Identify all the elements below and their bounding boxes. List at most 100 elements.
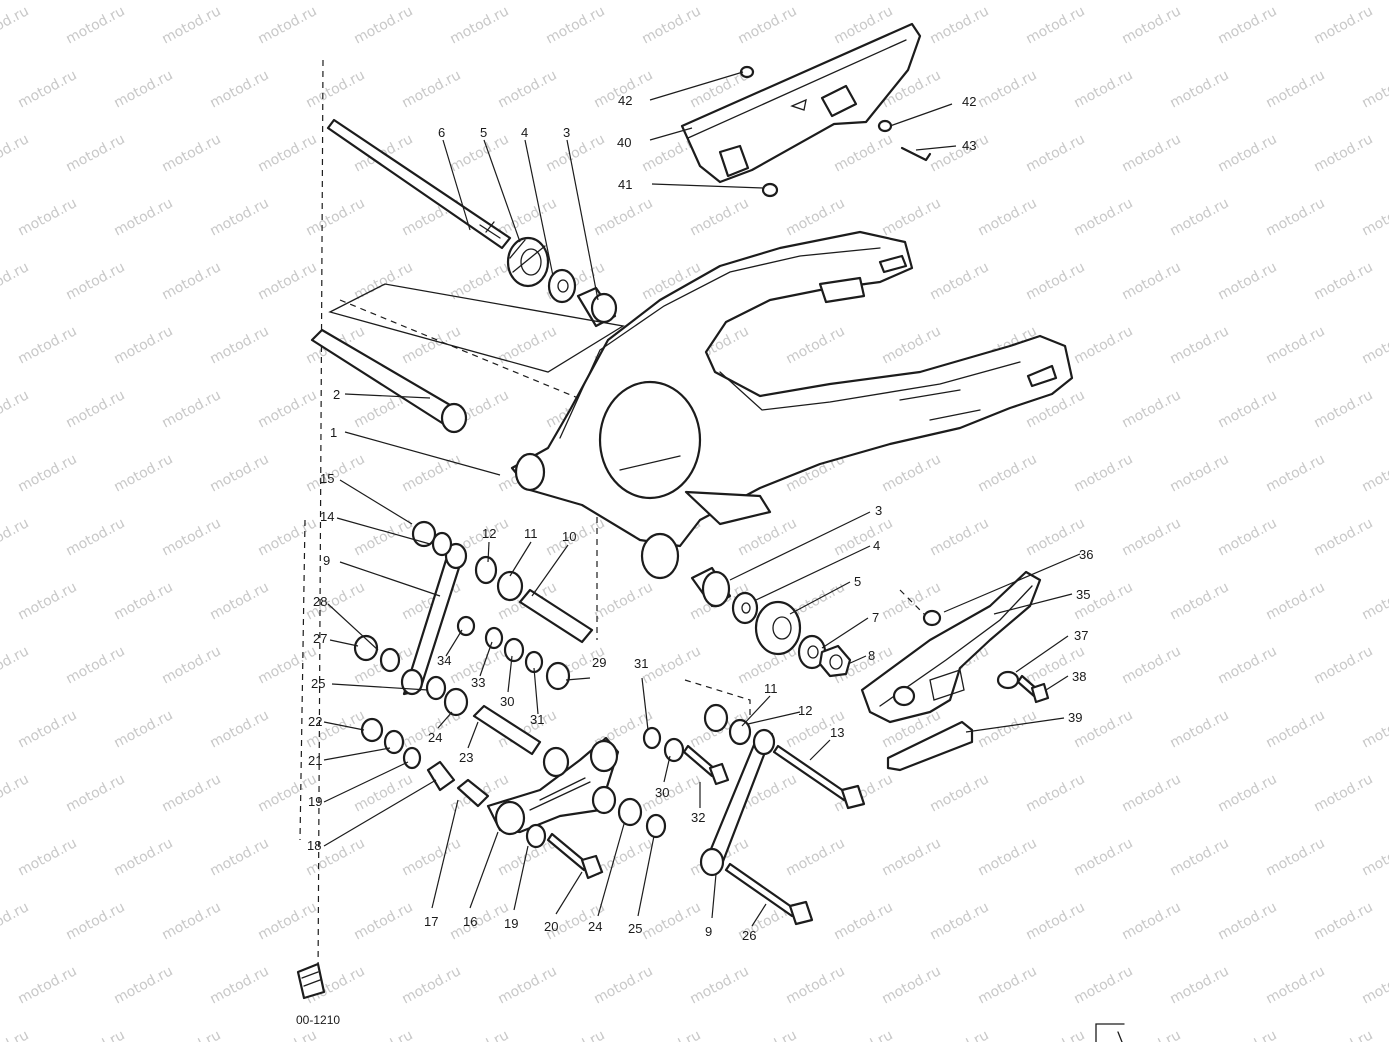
callout-5: 5	[480, 125, 487, 140]
watermark-text: motod.ru	[1167, 451, 1231, 495]
watermark-text: motod.ru	[783, 963, 847, 1007]
watermark-text: motod.ru	[639, 3, 703, 47]
callout-3: 3	[563, 125, 570, 140]
callout-35: 35	[1076, 587, 1090, 602]
watermark-text: motod.ru	[159, 387, 223, 431]
watermark-text: motod.ru	[111, 963, 175, 1007]
bike-section-icon	[296, 962, 326, 1000]
collar-23	[472, 704, 542, 756]
watermark-text: motod.ru	[927, 3, 991, 47]
watermark-text: motod.ru	[1023, 899, 1087, 943]
watermark-text: motod.ru	[543, 1027, 607, 1042]
watermark-text: motod.ru	[975, 835, 1039, 879]
watermark-text: motod.ru	[639, 643, 703, 687]
watermark-text: motod.ru	[255, 899, 319, 943]
watermark-text: motod.ru	[1167, 579, 1231, 623]
callout-13: 13	[830, 725, 844, 740]
washer-25a	[425, 675, 447, 701]
washer-14	[431, 531, 453, 557]
watermark-text: motod.ru	[975, 451, 1039, 495]
watermark-text: motod.ru	[111, 835, 175, 879]
callout-21: 21	[308, 753, 322, 768]
washer-19a	[402, 746, 422, 770]
watermark-text: motod.ru	[831, 1027, 895, 1042]
watermark-text: motod.ru	[1023, 259, 1087, 303]
watermark-text: motod.ru	[447, 3, 511, 47]
watermark-text: motod.ru	[831, 899, 895, 943]
watermark-text: motod.ru	[543, 131, 607, 175]
washer-19b	[525, 823, 547, 849]
watermark-text: motod.ru	[399, 963, 463, 1007]
watermark-text: motod.ru	[63, 643, 127, 687]
callout-20: 20	[544, 919, 558, 934]
watermark-text: motod.ru	[207, 195, 271, 239]
callout-22: 22	[308, 714, 322, 729]
watermark-text: motod.ru	[639, 1027, 703, 1042]
callout-30: 30	[500, 694, 514, 709]
watermark-text: motod.ru	[1119, 771, 1183, 815]
callout-42: 42	[618, 93, 632, 108]
callout-40: 40	[617, 135, 631, 150]
nut-27	[353, 634, 379, 662]
watermark-text: motod.ru	[927, 259, 991, 303]
watermark-text: motod.ru	[1119, 259, 1183, 303]
watermark-text: motod.ru	[687, 963, 751, 1007]
callout-38: 38	[1072, 669, 1086, 684]
corner-mark	[1095, 1023, 1125, 1042]
watermark-text: motod.ru	[879, 835, 943, 879]
callout-11b: 11	[764, 681, 778, 696]
watermark-text: motod.ru	[207, 707, 271, 751]
collar-right	[690, 566, 732, 608]
callout-12b: 12	[798, 703, 812, 718]
relay-arm-16	[486, 736, 620, 836]
callout-9b: 9	[705, 924, 712, 939]
watermark-text: motod.ru	[1167, 835, 1231, 879]
watermark-text: motod.ru	[255, 131, 319, 175]
watermark-text: motod.ru	[1311, 3, 1375, 47]
callout-15: 15	[320, 471, 334, 486]
watermark-text: motod.ru	[111, 707, 175, 751]
washer-33	[484, 626, 504, 650]
watermark-text: motod.ru	[975, 195, 1039, 239]
watermark-text: motod.ru	[0, 1027, 32, 1042]
callout-28: 28	[313, 594, 327, 609]
watermark-text: motod.ru	[111, 67, 175, 111]
watermark-text: motod.ru	[1119, 643, 1183, 687]
callout-9: 9	[323, 553, 330, 568]
watermark-text: motod.ru	[207, 451, 271, 495]
watermark-text: motod.ru	[351, 3, 415, 47]
watermark-text: motod.ru	[1119, 387, 1183, 431]
watermark-text: motod.ru	[399, 67, 463, 111]
watermark-text: motod.ru	[399, 451, 463, 495]
callout-31: 31	[530, 712, 544, 727]
callout-36: 36	[1079, 547, 1093, 562]
washer-25b	[645, 813, 667, 839]
watermark-text: motod.ru	[1359, 195, 1389, 239]
callout-27: 27	[313, 631, 327, 646]
assembly-line-link	[684, 679, 751, 720]
watermark-text: motod.ru	[639, 771, 703, 815]
bolt-38	[1016, 674, 1050, 704]
sleeve-outline	[328, 283, 625, 373]
watermark-text: motod.ru	[63, 131, 127, 175]
figure-code: 00-1210	[296, 1013, 340, 1027]
callout-32: 32	[691, 810, 705, 825]
callout-23: 23	[459, 750, 473, 765]
watermark-text: motod.ru	[879, 963, 943, 1007]
callout-10: 10	[562, 529, 576, 544]
watermark-text: motod.ru	[975, 67, 1039, 111]
watermark-text: motod.ru	[1359, 835, 1389, 879]
watermark-text: motod.ru	[63, 771, 127, 815]
watermark-text: motod.ru	[1359, 451, 1389, 495]
watermark-text: motod.ru	[1359, 323, 1389, 367]
callout-43: 43	[962, 138, 976, 153]
watermark-text: motod.ru	[1071, 451, 1135, 495]
watermark-text: motod.ru	[1167, 323, 1231, 367]
watermark-text: motod.ru	[1359, 707, 1389, 751]
collar-top	[576, 286, 618, 328]
watermark-text: motod.ru	[303, 195, 367, 239]
plate-39	[886, 720, 974, 772]
callout-33: 33	[471, 675, 485, 690]
watermark-text: motod.ru	[1119, 131, 1183, 175]
watermark-text: motod.ru	[1215, 515, 1279, 559]
